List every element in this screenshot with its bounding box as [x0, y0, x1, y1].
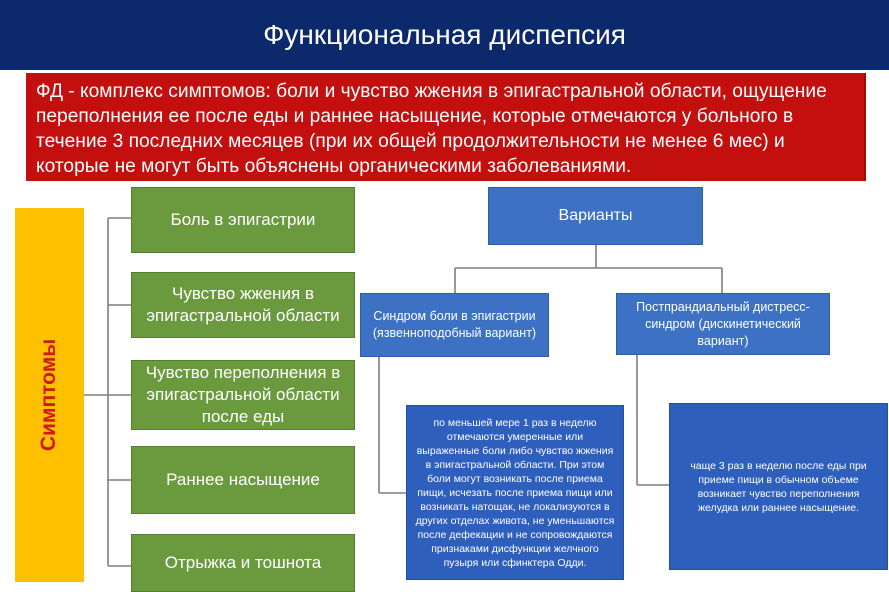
symptom-item-label: Отрыжка и тошнота: [164, 553, 322, 572]
pain-syndrome-box: Синдром боли в эпигастрии (язвенноподобн…: [360, 293, 549, 357]
symptom-item: Чувство переполнения в эпигастральной об…: [131, 360, 355, 430]
symptom-item: Чувство жжения в эпигастральной области: [131, 272, 355, 338]
symptom-item-label: Чувство переполнения в эпигастральной об…: [145, 363, 341, 426]
distress-syndrome-box: Постпрандиальный дистресс-синдром (диски…: [616, 293, 830, 355]
distress-syndrome-description: чаще 3 раз в неделю после еды при приеме…: [669, 403, 888, 570]
symptoms-label: Симптомы: [37, 338, 61, 452]
symptom-item: Раннее насыщение: [131, 446, 355, 514]
slide-header: Функциональная диспепсия: [0, 0, 889, 70]
page-title: Функциональная диспепсия: [263, 19, 626, 50]
symptom-item-label: Раннее насыщение: [166, 470, 320, 489]
symptoms-bar: Симптомы: [15, 208, 84, 582]
symptom-item-label: Боль в эпигастрии: [170, 210, 316, 229]
pain-syndrome-title: Синдром боли в эпигастрии (язвенноподобн…: [372, 309, 537, 340]
definition-text: ФД - комплекс симптомов: боли и чувство …: [36, 81, 827, 177]
distress-description-text: чаще 3 раз в неделю после еды при приеме…: [690, 459, 867, 514]
symptom-item: Боль в эпигастрии: [131, 187, 355, 253]
variants-title: Варианты: [558, 207, 633, 224]
variants-box: Варианты: [488, 187, 703, 245]
definition-box: ФД - комплекс симптомов: боли и чувство …: [26, 73, 866, 181]
pain-syndrome-description: по меньшей мере 1 раз в неделю отмечаютс…: [406, 405, 624, 580]
distress-syndrome-title: Постпрандиальный дистресс-синдром (диски…: [636, 299, 810, 348]
symptom-item: Отрыжка и тошнота: [131, 534, 355, 592]
pain-description-text: по меньшей мере 1 раз в неделю отмечаютс…: [415, 416, 615, 569]
symptom-item-label: Чувство жжения в эпигастральной области: [146, 284, 340, 325]
